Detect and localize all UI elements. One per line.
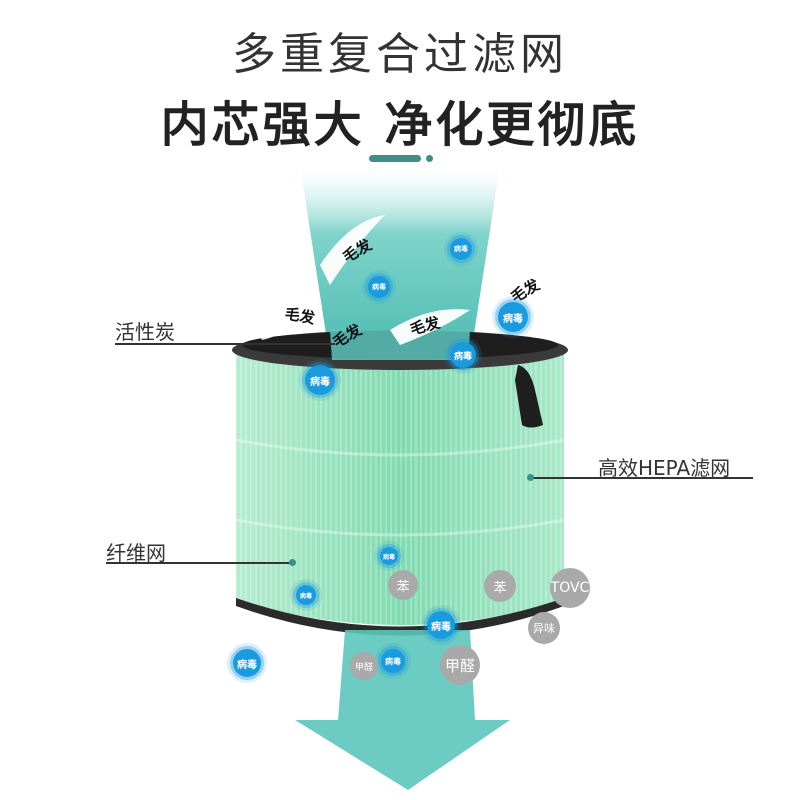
virus-icon: 病毒 (296, 585, 316, 605)
virus-icon: 病毒 (498, 302, 528, 332)
virus-icon: 病毒 (380, 547, 398, 565)
virus-icon: 病毒 (368, 276, 390, 298)
virus-icon: 病毒 (305, 365, 335, 395)
callout-line-carbon (115, 343, 335, 345)
title-line-2: 内芯强大 净化更彻底 (160, 97, 640, 153)
chemical-badge: 苯 (484, 570, 516, 602)
virus-icon: 病毒 (233, 649, 261, 677)
virus-icon: 病毒 (450, 342, 476, 368)
chemical-badge: 苯 (388, 570, 418, 600)
title-line-1: 多重复合过滤网 (232, 29, 568, 80)
callout-dot-fiber (289, 559, 296, 566)
chemical-badge: 异味 (528, 612, 560, 644)
title-underline-dot (426, 155, 433, 162)
callout-dot-hepa (527, 474, 534, 481)
chemical-badge: 甲醛 (440, 645, 480, 685)
callout-fiber-mesh: 纤维网 (106, 541, 166, 565)
virus-icon: 病毒 (381, 649, 405, 673)
virus-icon: 病毒 (427, 611, 455, 639)
title-underline-dash (369, 155, 421, 162)
virus-icon: 病毒 (450, 238, 472, 260)
chemical-badge: TOVC (550, 568, 590, 608)
callout-activated-carbon: 活性炭 (115, 320, 175, 344)
chemical-badge: 甲醛 (350, 652, 378, 680)
callout-hepa: 高效HEPA滤网 (598, 456, 731, 480)
callout-line-hepa (531, 477, 753, 479)
callout-line-fiber (106, 562, 292, 564)
